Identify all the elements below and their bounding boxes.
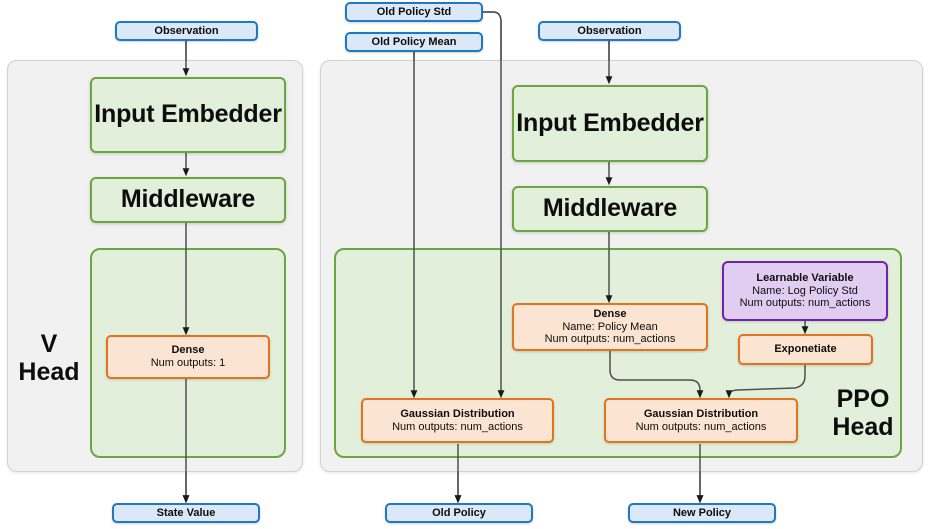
input-observation-left-label: Observation bbox=[154, 24, 219, 37]
ppo-gaussian-old-title: Gaussian Distribution bbox=[400, 407, 515, 420]
v-head-label: V Head bbox=[18, 330, 80, 386]
ppo-input-embedder[interactable]: Input Embedder bbox=[512, 85, 708, 162]
ppo-input-embedder-label: Input Embedder bbox=[516, 108, 704, 137]
ppo-learnable-variable-outputs: Num outputs: num_actions bbox=[739, 297, 871, 310]
ppo-middleware[interactable]: Middleware bbox=[512, 186, 708, 232]
input-old-policy-std[interactable]: Old Policy Std bbox=[345, 2, 483, 22]
ppo-learnable-variable-title: Learnable Variable bbox=[756, 271, 854, 284]
output-new-policy[interactable]: New Policy bbox=[628, 503, 776, 523]
input-observation-right[interactable]: Observation bbox=[538, 21, 681, 41]
input-observation-left[interactable]: Observation bbox=[115, 21, 258, 41]
ppo-middleware-label: Middleware bbox=[542, 194, 678, 223]
output-state-value-label: State Value bbox=[156, 506, 216, 519]
ppo-exponetiate[interactable]: Exponetiate bbox=[738, 334, 873, 365]
input-old-policy-mean[interactable]: Old Policy Mean bbox=[345, 32, 483, 52]
input-observation-right-label: Observation bbox=[577, 24, 642, 37]
ppo-gaussian-distribution-new[interactable]: Gaussian Distribution Num outputs: num_a… bbox=[604, 398, 798, 443]
ppo-gaussian-old-outputs: Num outputs: num_actions bbox=[392, 420, 523, 433]
ppo-dense-policy-mean-outputs: Num outputs: num_actions bbox=[544, 333, 676, 346]
v-dense-title: Dense bbox=[171, 344, 205, 357]
output-old-policy-label: Old Policy bbox=[432, 506, 486, 519]
ppo-gaussian-new-outputs: Num outputs: num_actions bbox=[635, 420, 767, 433]
input-old-policy-mean-label: Old Policy Mean bbox=[371, 35, 457, 48]
v-middleware-label: Middleware bbox=[120, 185, 256, 214]
output-new-policy-label: New Policy bbox=[672, 506, 732, 519]
v-input-embedder-label: Input Embedder bbox=[94, 100, 282, 129]
v-dense-outputs: Num outputs: 1 bbox=[150, 357, 226, 369]
ppo-dense-policy-mean-title: Dense bbox=[593, 307, 627, 320]
v-input-embedder[interactable]: Input Embedder bbox=[90, 77, 286, 153]
output-state-value[interactable]: State Value bbox=[112, 503, 260, 523]
ppo-dense-policy-mean-name: Name: Policy Mean bbox=[562, 320, 658, 333]
ppo-learnable-variable-name: Name: Log Policy Std bbox=[752, 284, 858, 297]
ppo-gaussian-new-title: Gaussian Distribution bbox=[643, 407, 759, 420]
ppo-exponetiate-label: Exponetiate bbox=[774, 343, 837, 356]
output-old-policy[interactable]: Old Policy bbox=[385, 503, 533, 523]
ppo-head-label: PPO Head bbox=[832, 385, 894, 441]
v-middleware[interactable]: Middleware bbox=[90, 177, 286, 223]
ppo-learnable-variable[interactable]: Learnable Variable Name: Log Policy Std … bbox=[722, 261, 888, 321]
ppo-gaussian-distribution-old[interactable]: Gaussian Distribution Num outputs: num_a… bbox=[361, 398, 554, 443]
input-old-policy-std-label: Old Policy Std bbox=[376, 5, 452, 18]
ppo-dense-policy-mean[interactable]: Dense Name: Policy Mean Num outputs: num… bbox=[512, 303, 708, 351]
v-dense[interactable]: Dense Num outputs: 1 bbox=[106, 335, 270, 379]
